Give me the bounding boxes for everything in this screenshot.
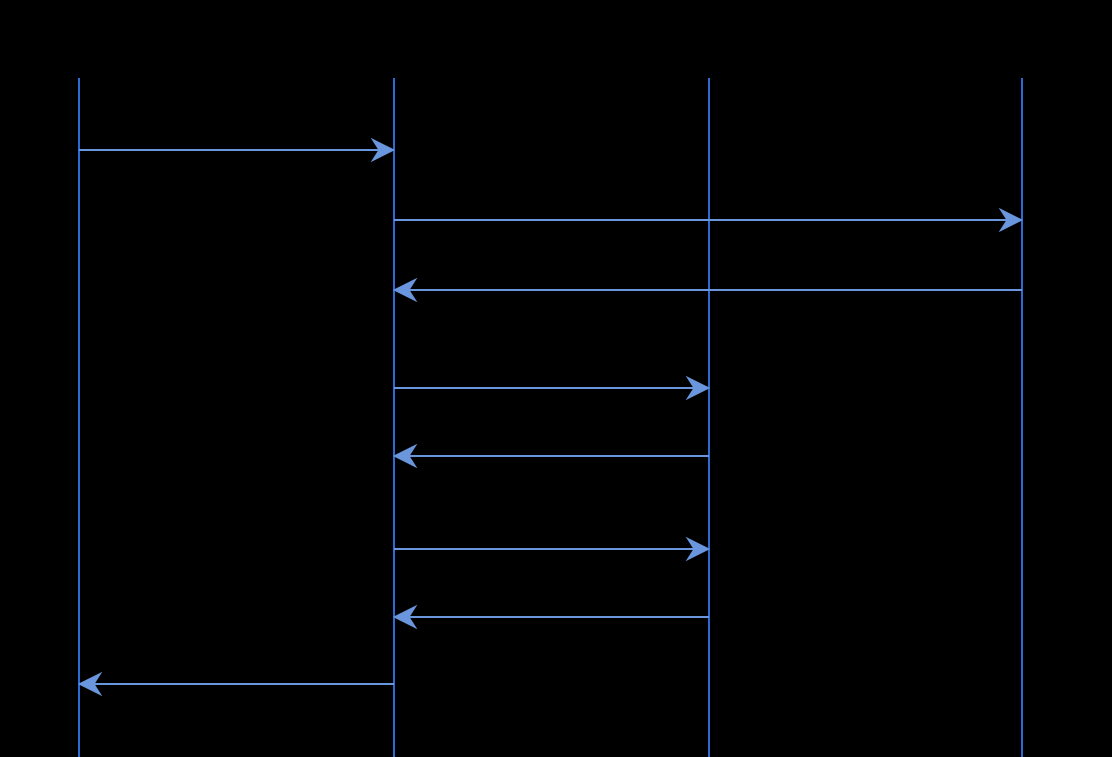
participant-layer [78,78,1023,757]
message-8[interactable] [77,671,394,697]
message-3[interactable] [392,277,1022,303]
message-arrowhead-3 [392,277,418,303]
message-arrowhead-2 [998,207,1024,233]
message-1[interactable] [79,137,396,163]
message-arrowhead-5 [392,443,418,469]
message-2[interactable] [394,207,1024,233]
message-7[interactable] [392,604,709,630]
message-arrowhead-1 [370,137,396,163]
message-arrowhead-8 [77,671,103,697]
message-5[interactable] [392,443,709,469]
message-6[interactable] [394,536,711,562]
message-arrowhead-7 [392,604,418,630]
message-arrowhead-6 [685,536,711,562]
message-layer [77,137,1024,697]
message-4[interactable] [394,375,711,401]
message-arrowhead-4 [685,375,711,401]
